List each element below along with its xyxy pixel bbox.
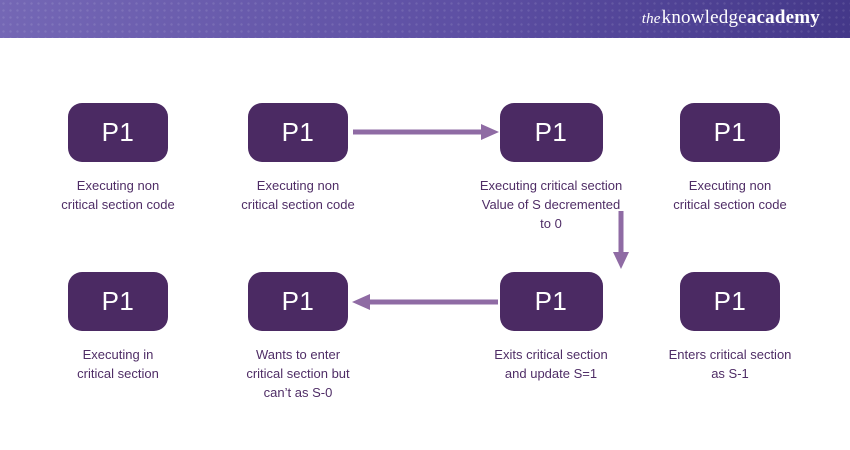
header-bar: theknowledgeacademy (0, 0, 850, 38)
process-node-7: P1 Exits critical section and update S=1 (466, 272, 636, 383)
process-box: P1 (248, 272, 348, 331)
process-caption: Executing critical section Value of S de… (479, 178, 623, 231)
process-box: P1 (68, 103, 168, 162)
process-node-1: P1 Executing non critical section code (33, 103, 203, 214)
arrow-head (613, 252, 629, 269)
process-box: P1 (680, 272, 780, 331)
arrow-head (352, 294, 370, 310)
process-node-3: P1 Executing critical section Value of S… (466, 103, 636, 233)
process-caption: Executing non critical section code (61, 178, 175, 212)
process-caption: Executing non critical section code (673, 178, 787, 212)
process-caption: Enters critical section as S-1 (668, 347, 792, 381)
process-box: P1 (68, 272, 168, 331)
arrow-down-icon (613, 211, 629, 269)
process-node-6: P1 Wants to enter critical section but c… (213, 272, 383, 402)
process-box: P1 (680, 103, 780, 162)
arrow-head (481, 124, 499, 140)
process-box: P1 (499, 103, 603, 162)
process-caption: Executing non critical section code (241, 178, 355, 212)
arrow-left-icon (352, 294, 498, 310)
logo-knowledge: knowledge (661, 7, 747, 28)
process-caption: Wants to enter critical section but can’… (246, 347, 350, 400)
process-box: P1 (499, 272, 603, 331)
process-caption: Exits critical section and update S=1 (494, 347, 608, 381)
process-caption: Executing in critical section (77, 347, 159, 381)
brand-logo: theknowledgeacademy (642, 7, 820, 29)
process-node-5: P1 Executing in critical section (33, 272, 203, 383)
process-node-4: P1 Executing non critical section code (645, 103, 815, 214)
logo-the: the (641, 11, 661, 27)
process-node-8: P1 Enters critical section as S-1 (645, 272, 815, 383)
process-node-2: P1 Executing non critical section code (213, 103, 383, 214)
logo-academy: academy (746, 7, 820, 28)
arrow-right-icon (353, 124, 499, 140)
process-box: P1 (248, 103, 348, 162)
